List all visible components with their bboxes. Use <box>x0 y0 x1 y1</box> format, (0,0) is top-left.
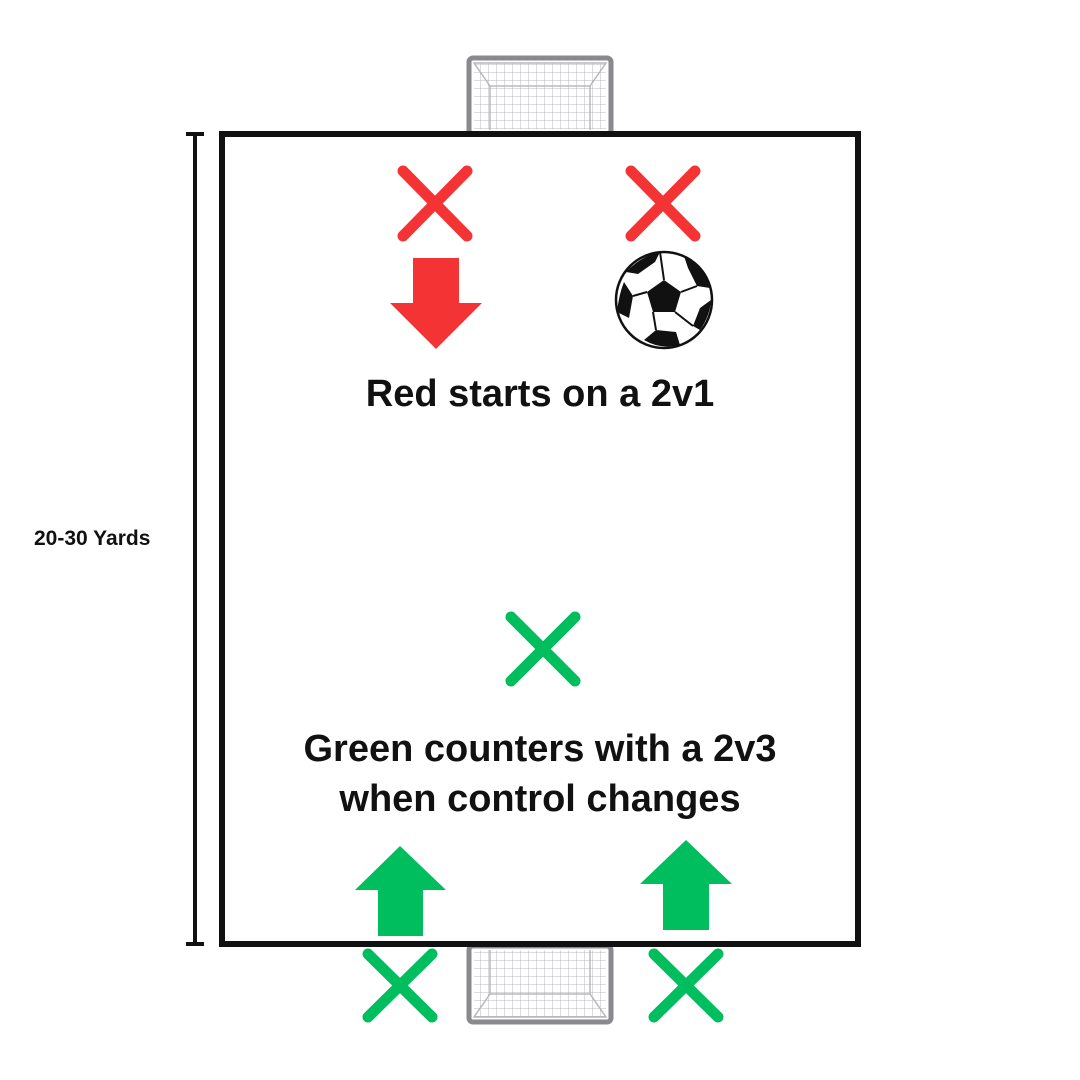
green-caption-line1: Green counters with a 2v3 <box>303 728 777 770</box>
green-caption-line2: when control changes <box>339 778 741 820</box>
red-caption: Red starts on a 2v1 <box>222 372 858 416</box>
bottom-goal <box>466 943 614 1025</box>
red-caption-text: Red starts on a 2v1 <box>365 373 715 415</box>
top-goal <box>466 55 614 137</box>
field-boundary <box>219 131 861 947</box>
green-up-arrow-left-icon <box>355 846 446 936</box>
soccer-ball-icon <box>614 250 714 350</box>
green-up-arrow-right-icon <box>640 840 732 930</box>
red-player-marker-left <box>397 165 473 242</box>
dimension-bar <box>186 132 204 946</box>
green-player-marker-bottom-left <box>362 948 438 1023</box>
green-caption: Green counters with a 2v3 when control c… <box>222 724 858 824</box>
red-down-arrow-icon <box>390 258 482 349</box>
green-player-marker-bottom-right <box>648 948 724 1023</box>
red-player-marker-right <box>625 165 701 242</box>
dimension-label: 20-30 Yards <box>34 527 151 550</box>
green-player-marker-center <box>505 611 581 687</box>
